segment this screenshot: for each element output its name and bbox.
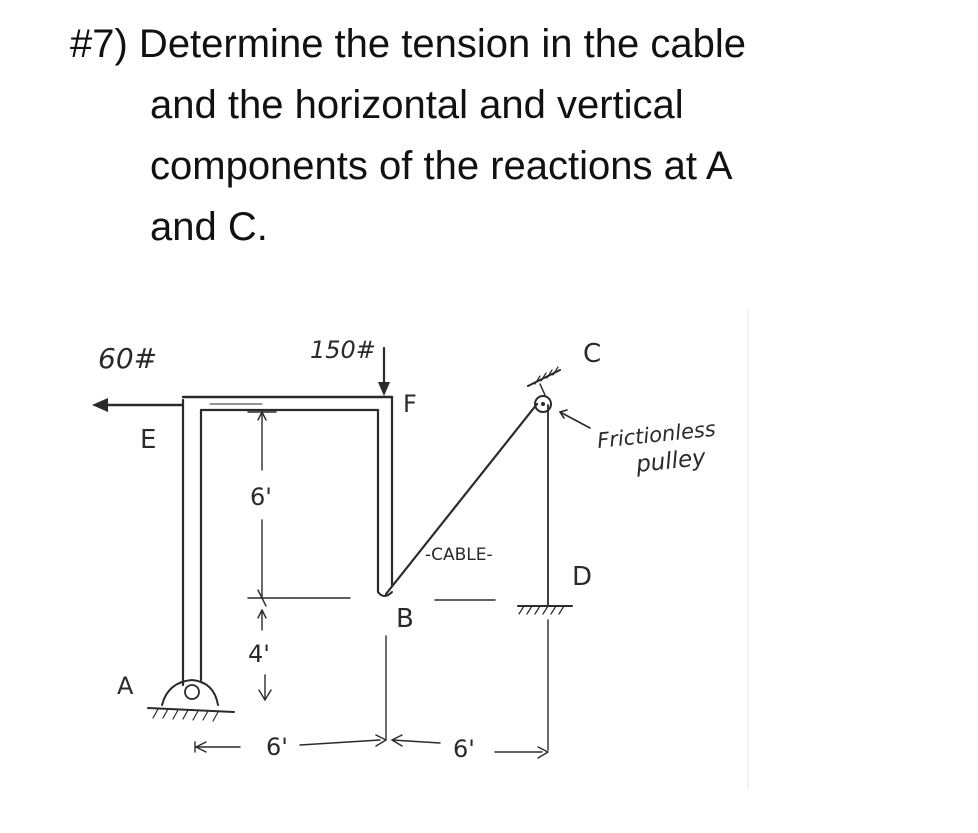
pulley-icon [527, 366, 561, 413]
frame-member-fb [376, 395, 394, 597]
problem-line-2: and the horizontal and vertical [150, 83, 684, 127]
point-label-e: E [140, 425, 156, 455]
dimension-label-6-left: 6' [266, 733, 288, 761]
point-label-c: C [583, 339, 601, 369]
problem-line-1: #7) Determine the tension in the cable [70, 22, 746, 66]
pulley-pointer-arrow [559, 409, 591, 429]
point-label-f: F [403, 390, 417, 418]
point-label-d: D [572, 562, 592, 592]
frame-member-ae [181, 398, 203, 687]
problem-line-4: and C. [150, 205, 268, 249]
pulley-label-line-2: pulley [634, 445, 707, 478]
load-label-f: 150# [310, 336, 376, 364]
point-label-b: B [396, 604, 414, 634]
problem-statement: #7) Determine the tension in the cable a… [70, 14, 950, 258]
cable-label: -CABLE- [425, 545, 493, 565]
dimension-horizontal [194, 734, 549, 759]
pin-support-a-icon [147, 679, 235, 722]
cable-line [384, 402, 539, 596]
load-label-e: 60# [98, 342, 157, 375]
dimension-label-6-right: 6' [453, 735, 475, 763]
load-arrow-f-icon [378, 346, 390, 396]
frame-member-ef [181, 395, 394, 412]
dimension-vertical [247, 411, 351, 701]
point-label-a: A [117, 672, 134, 700]
problem-line-3: components of the reactions at A [150, 144, 733, 188]
dimension-label-4-vertical: 4' [248, 640, 270, 668]
ground-support-d-icon [517, 605, 573, 615]
load-arrow-e-icon [92, 398, 184, 412]
dimension-label-6-vertical: 6' [250, 483, 272, 511]
